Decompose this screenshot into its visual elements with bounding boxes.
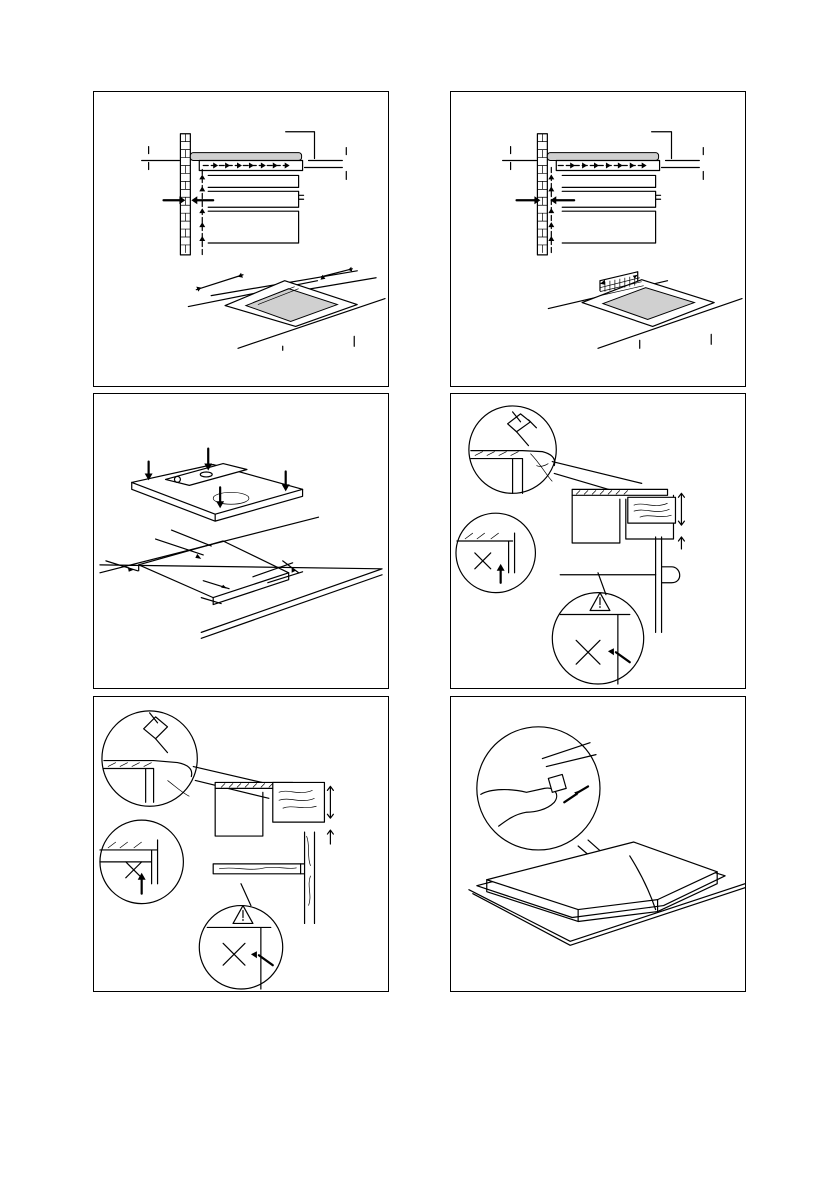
figure-ventilation-front [93, 91, 389, 387]
hob-top-icon [190, 153, 301, 161]
hob-top-icon [547, 153, 658, 161]
ventilation-front-drawing [94, 92, 388, 386]
cutout-placement-drawing [94, 394, 388, 688]
seal-solid-drawing [451, 394, 745, 688]
figure-seal-thin-worktop [93, 696, 389, 992]
wood-worktop-icon [273, 782, 325, 822]
figure-seal-solid-worktop [450, 393, 746, 689]
figure-seal-corner-press [450, 696, 746, 992]
magnifier-icon [552, 593, 643, 684]
magnifier-icon [456, 513, 535, 592]
wood-worktop-icon [628, 497, 676, 523]
figure-ventilation-rear [450, 91, 746, 387]
figure-cutout-placement [93, 393, 389, 689]
ventilation-rear-drawing [451, 92, 745, 386]
seal-corner-drawing [451, 697, 745, 991]
seal-thin-drawing [94, 697, 388, 991]
